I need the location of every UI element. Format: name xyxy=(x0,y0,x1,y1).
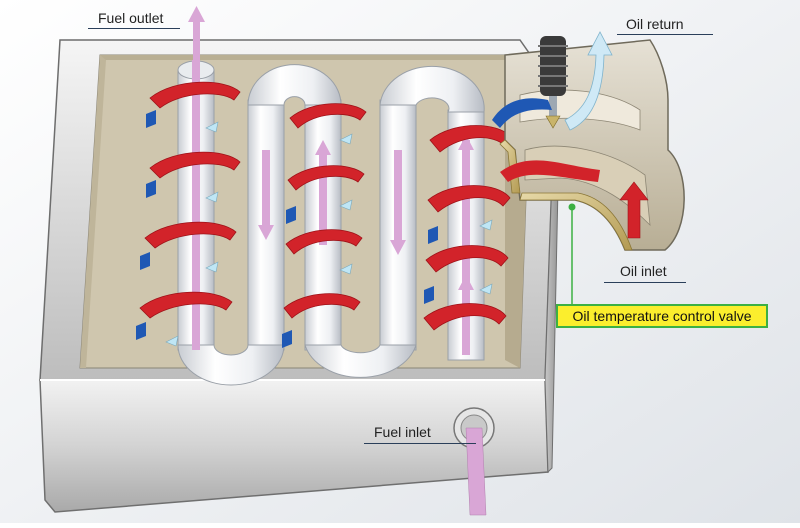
oil-temperature-control-valve-callout: Oil temperature control valve xyxy=(556,304,768,328)
valve-leader-line xyxy=(568,203,576,306)
fuel-arrow-up xyxy=(458,275,474,290)
label-fuel-outlet: Fuel outlet xyxy=(98,10,164,26)
fuel-outlet-arrow xyxy=(188,6,205,22)
fuel-arrow-up xyxy=(458,135,474,150)
fuel-outlet-underline xyxy=(88,28,180,29)
oil-temperature-control-valve xyxy=(492,31,685,251)
oil-return-underline xyxy=(617,34,713,35)
baffle-fins xyxy=(136,110,493,348)
oil-return-flow-blue xyxy=(492,98,552,128)
oil-return-arrow xyxy=(564,31,613,131)
label-oil-return: Oil return xyxy=(626,16,684,32)
label-fuel-inlet: Fuel inlet xyxy=(374,424,431,440)
label-oil-inlet: Oil inlet xyxy=(620,263,667,279)
fuel-arrow-down xyxy=(258,225,274,240)
fuel-inlet-fitting xyxy=(453,407,495,516)
fuel-outlet-pipe xyxy=(188,6,205,65)
fuel-arrow-down xyxy=(390,240,406,255)
oil-inlet-flow xyxy=(500,160,600,182)
oil-inlet-arrow xyxy=(619,181,649,239)
fuel-arrow-up xyxy=(315,140,331,155)
fuel-tube-coil xyxy=(177,60,485,386)
oil-inlet-underline xyxy=(604,282,686,283)
fuel-inlet-underline xyxy=(364,443,476,444)
valve-bellows xyxy=(538,36,568,129)
oil-flow-ribbons xyxy=(139,81,513,331)
